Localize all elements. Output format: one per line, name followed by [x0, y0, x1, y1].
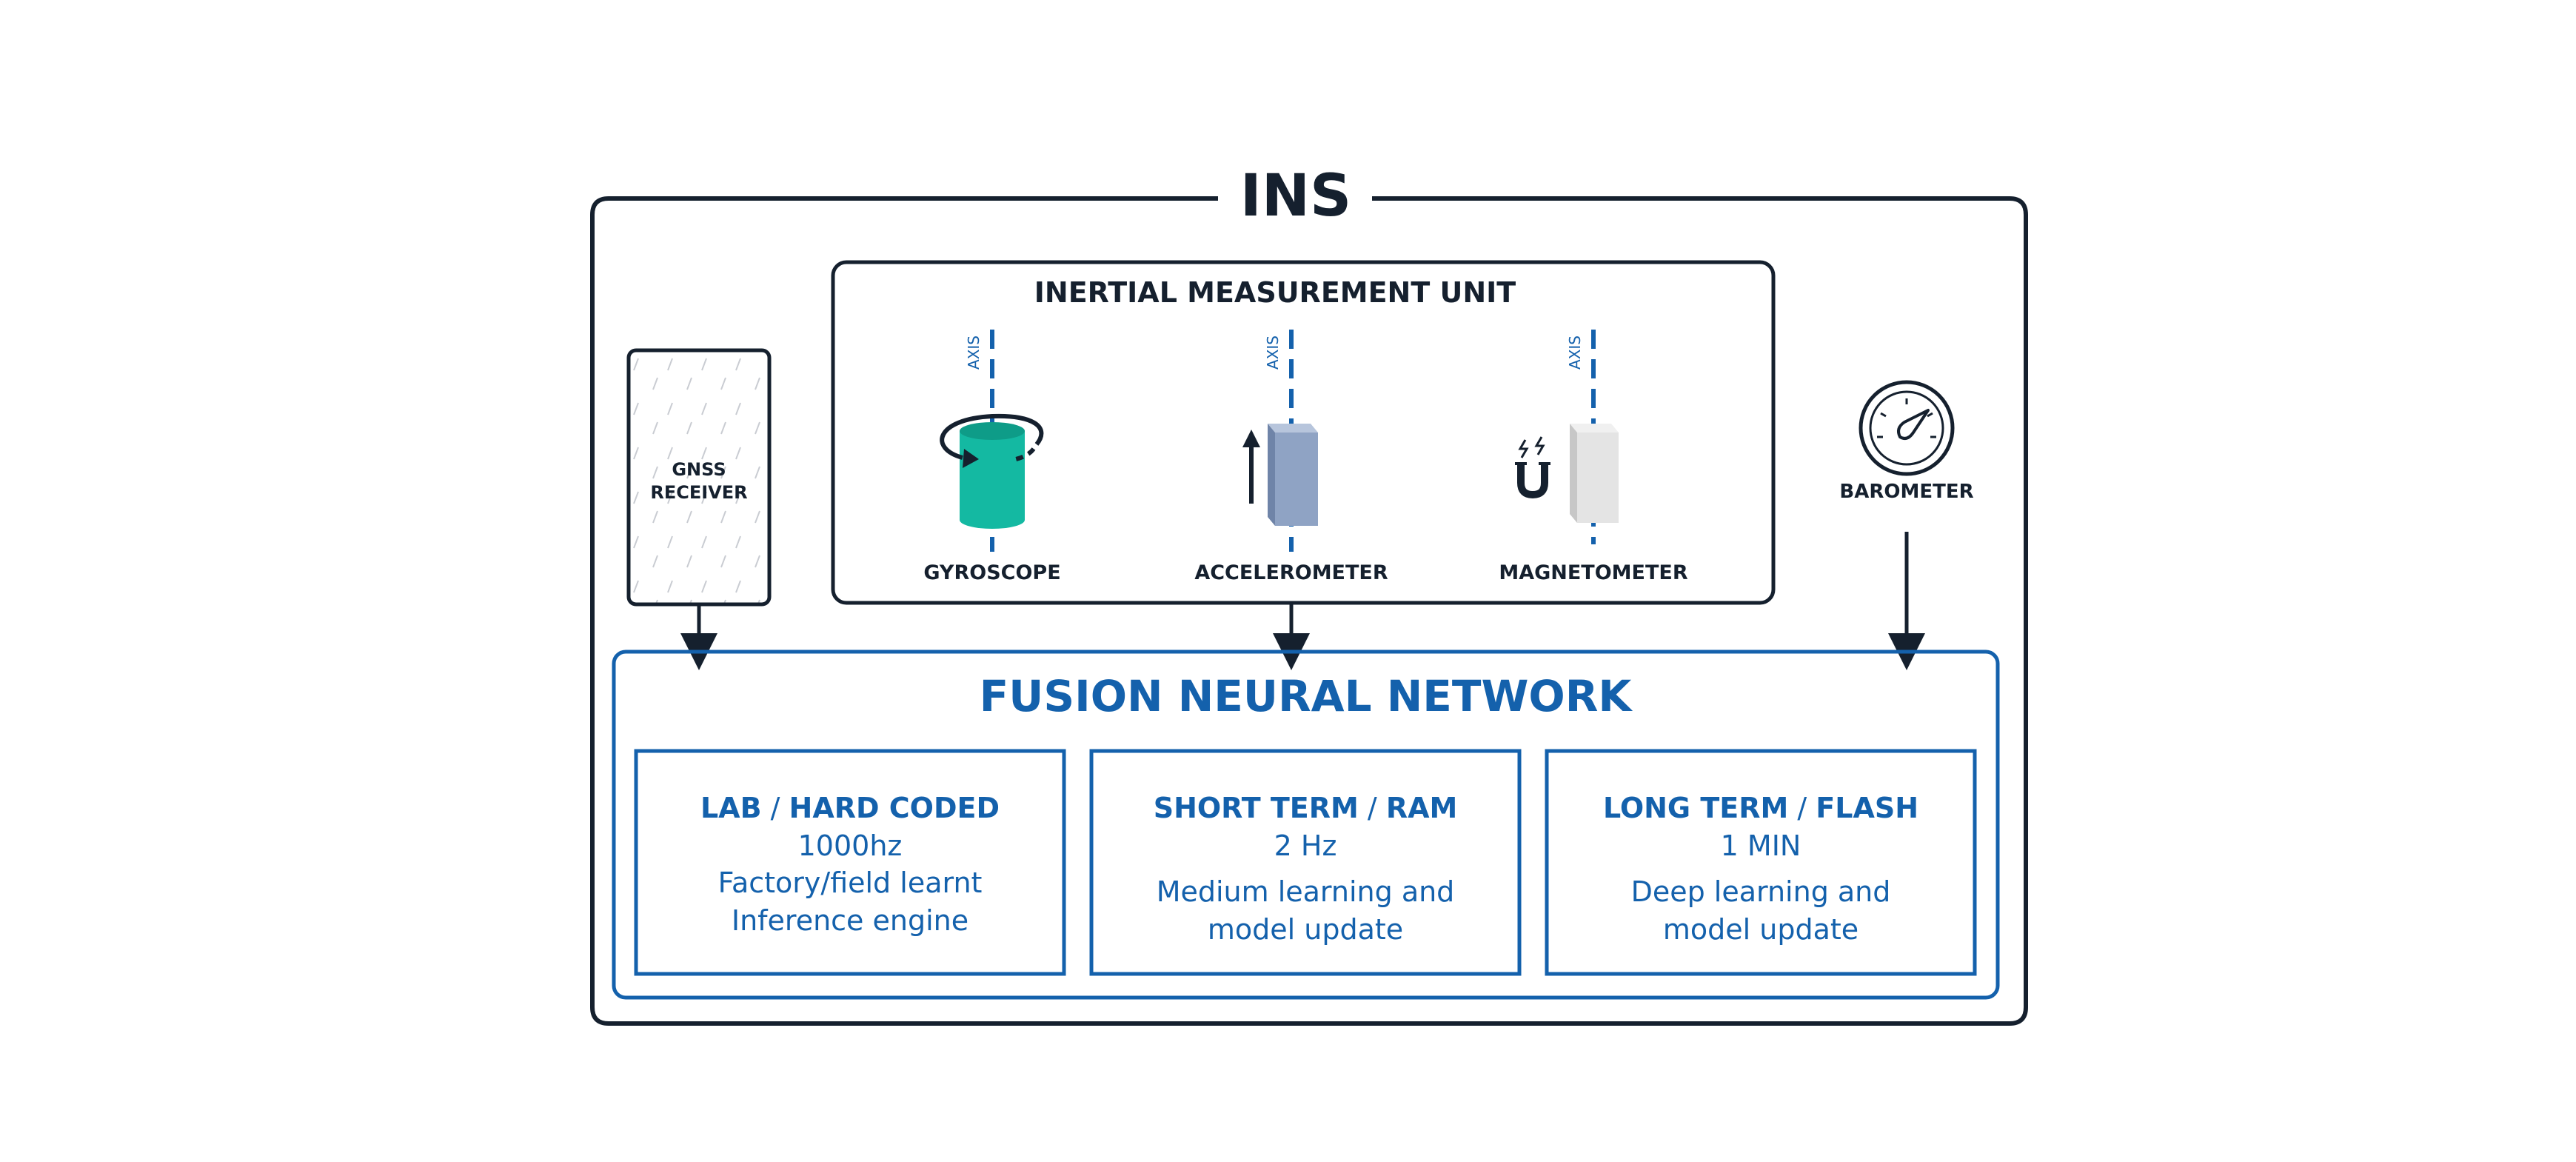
gauge-icon — [1859, 380, 1955, 476]
fusion-card-lab-line1: 1000hz — [798, 829, 903, 862]
imu-border — [831, 260, 1776, 605]
accelerometer-sensor: AXIS ACCELEROMETER — [1194, 330, 1388, 584]
fusion-card-short-term-line2: Medium learning and — [1157, 875, 1455, 908]
fusion-card-long-term-heading: LONG TERM / FLASH — [1603, 792, 1918, 824]
gnss-label-line2: RECEIVER — [650, 482, 747, 503]
fusion-card-long-term-heading-a: LONG TERM — [1603, 792, 1788, 824]
magnetometer-sensor: AXIS MAGNETOMETER — [1499, 330, 1688, 584]
fusion-card-lab: LAB / HARD CODED 1000hz Factory/field le… — [634, 749, 1066, 976]
fusion-neural-network: FUSION NEURAL NETWORK LAB / HARD CODED 1… — [612, 650, 2000, 1000]
fusion-card-lab-line3: Inference engine — [732, 904, 968, 937]
fusion-card-long-term-line3: model update — [1663, 913, 1859, 946]
magnetometer-axis-label: AXIS — [1566, 335, 1584, 370]
fusion-card-short-term: SHORT TERM / RAM 2 Hz Medium learning an… — [1089, 749, 1522, 976]
fusion-card-long-term-heading-sep: / — [1788, 792, 1816, 824]
fusion-card-lab-heading-sep: / — [762, 792, 789, 824]
fusion-card-lab-line2: Factory/field learnt — [718, 867, 983, 899]
cylinder-rotation-icon — [940, 413, 1044, 529]
accelerometer-label: ACCELEROMETER — [1194, 561, 1388, 584]
fusion-card-long-term-line1: 1 MIN — [1721, 829, 1801, 862]
fusion-card-long-term-border — [1545, 749, 1977, 976]
imu-box: INERTIAL MEASUREMENT UNIT AXIS GYROSCOPE… — [831, 260, 1776, 605]
gyroscope-label: GYROSCOPE — [923, 561, 1060, 584]
gnss-receiver: GNSS RECEIVER — [626, 348, 772, 607]
gyroscope-axis-label: AXIS — [965, 335, 983, 370]
magnetometer-label: MAGNETOMETER — [1499, 561, 1688, 584]
fusion-title: FUSION NEURAL NETWORK — [980, 671, 1633, 721]
ins-border — [590, 196, 2028, 1026]
fusion-card-short-term-border — [1089, 749, 1522, 976]
ins-frame: INS — [590, 163, 2028, 1026]
fusion-card-short-term-line1: 2 Hz — [1274, 829, 1337, 862]
ins-title: INS — [1240, 163, 1351, 230]
fusion-card-lab-heading-a: LAB — [700, 792, 762, 824]
fusion-card-lab-heading-b: HARD CODED — [789, 792, 1000, 824]
accelerometer-axis-label: AXIS — [1264, 335, 1282, 370]
fusion-card-short-term-heading: SHORT TERM / RAM — [1154, 792, 1458, 824]
fusion-border — [612, 650, 2000, 1000]
fusion-card-short-term-line3: model update — [1208, 913, 1403, 946]
barometer: BAROMETER — [1839, 380, 1974, 503]
fusion-card-lab-heading: LAB / HARD CODED — [700, 792, 1000, 824]
fusion-card-lab-border — [634, 749, 1066, 976]
magnet-icon — [1515, 424, 1619, 523]
gnss-label-line1: GNSS — [672, 459, 726, 480]
block-arrow-icon — [1242, 424, 1318, 526]
fusion-card-short-term-heading-a: SHORT TERM — [1154, 792, 1359, 824]
fusion-card-short-term-heading-b: RAM — [1386, 792, 1457, 824]
gyroscope-sensor: AXIS GYROSCOPE — [923, 330, 1061, 584]
imu-title: INERTIAL MEASUREMENT UNIT — [1034, 276, 1516, 309]
fusion-card-long-term-line2: Deep learning and — [1631, 875, 1891, 908]
fusion-card-long-term-heading-b: FLASH — [1816, 792, 1918, 824]
fusion-card-long-term: LONG TERM / FLASH 1 MIN Deep learning an… — [1545, 749, 1977, 976]
fusion-card-short-term-heading-sep: / — [1359, 792, 1386, 824]
barometer-label: BAROMETER — [1839, 481, 1973, 503]
